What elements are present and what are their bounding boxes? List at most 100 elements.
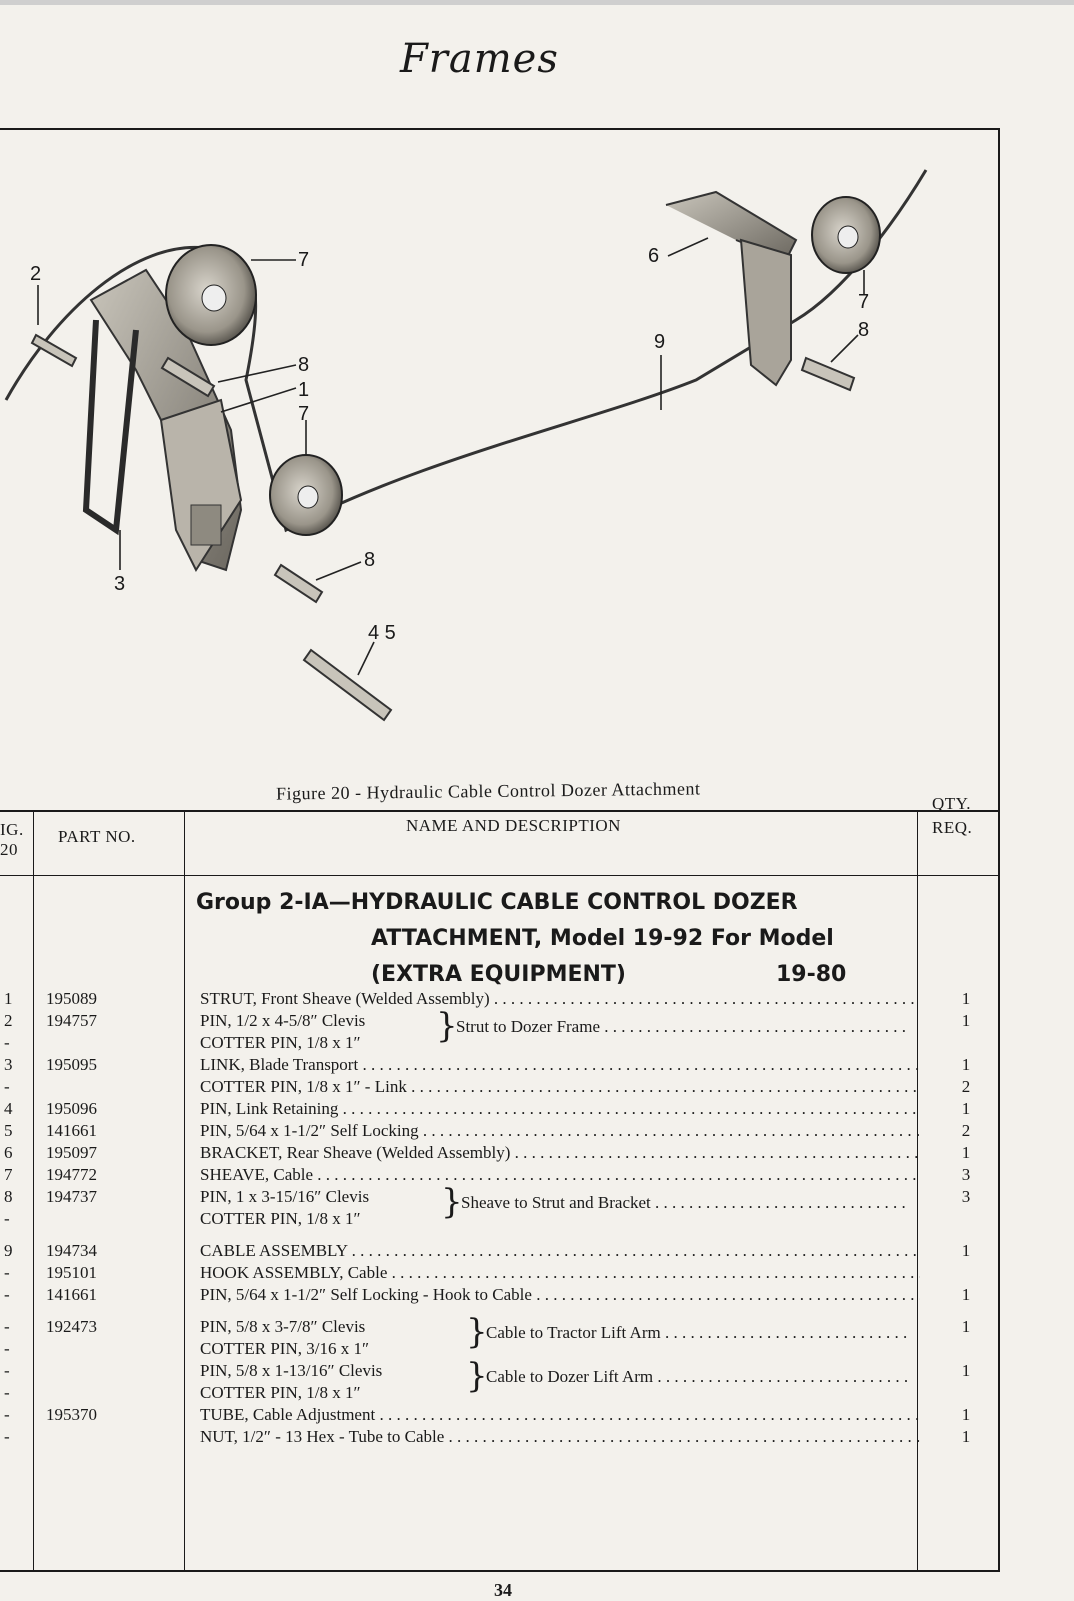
fig-number: 4 (4, 1099, 13, 1118)
fig-number: 7 (4, 1165, 13, 1184)
part-description: PIN, 5/64 x 1-1/2″ Self Locking - Hook t… (200, 1284, 920, 1306)
fig-number: - (4, 1383, 10, 1402)
qty-required: 3 (961, 1165, 971, 1184)
part-number: 195097 (46, 1143, 97, 1162)
part-description: SHEAVE, Cable (200, 1164, 920, 1186)
table-row: 6 195097 BRACKET, Rear Sheave (Welded As… (0, 1142, 998, 1164)
group-heading-model: 19-80 (776, 962, 847, 987)
part-number: 194734 (46, 1241, 97, 1260)
table-row: - 195370 TUBE, Cable Adjustment 1 (0, 1404, 998, 1426)
dozer-attachment-drawing (4, 169, 928, 722)
part-description: PIN, 5/8 x 1-13/16″ Clevis (200, 1361, 383, 1380)
part-number: 192473 (46, 1317, 97, 1336)
upper-left-sheave-shape (165, 244, 257, 346)
part-description: NUT, 1/2″ - 13 Hex - Tube to Cable (200, 1426, 920, 1448)
table-row: - 141661 PIN, 5/64 x 1-1/2″ Self Locking… (0, 1284, 998, 1306)
col-divider-qty (917, 810, 918, 1572)
qty-required: 1 (961, 1317, 971, 1336)
qty-required: 2 (961, 1077, 971, 1096)
callout-7-upper: 7 (298, 249, 310, 271)
callout-4-5: 4 5 (368, 622, 396, 644)
header-qty-line2: REQ. (932, 818, 973, 837)
group-heading-extra-equipment: (EXTRA EQUIPMENT) (371, 962, 626, 987)
qty-required: 1 (961, 989, 971, 1008)
group-heading-line3: (EXTRA EQUIPMENT) 19-80 (196, 957, 896, 993)
callout-7-rear: 7 (858, 291, 870, 313)
brace-dozer: } (466, 1356, 488, 1396)
fig-number: 5 (4, 1121, 13, 1140)
part-number: 195370 (46, 1405, 97, 1424)
table-row: - 195101 HOOK ASSEMBLY, Cable (0, 1262, 998, 1284)
brace-sheave: } (441, 1182, 463, 1222)
fig-number: - (4, 1339, 10, 1358)
qty-required: 1 (961, 1427, 971, 1446)
group-heading-line2: ATTACHMENT, Model 19-92 For Model (371, 926, 834, 951)
part-description: PIN, 1 x 3-15/16″ Clevis (200, 1187, 370, 1206)
table-row: - NUT, 1/2″ - 13 Hex - Tube to Cable 1 (0, 1426, 998, 1448)
part-number: 194737 (46, 1187, 97, 1206)
fig-number: - (4, 1361, 10, 1380)
table-row: - COTTER PIN, 1/8 x 1″ - Link 2 (0, 1076, 998, 1098)
part-description: PIN, 5/8 x 3-7/8″ Clevis (200, 1317, 366, 1336)
figure-caption: Figure 20 - Hydraulic Cable Control Doze… (275, 778, 701, 804)
callout-2: 2 (30, 263, 42, 285)
qty-required: 1 (961, 1143, 971, 1162)
callout-8-rear: 8 (858, 319, 870, 341)
header-fig-line2: 20 (0, 840, 18, 859)
table-row: - 192473 PIN, 5/8 x 3-7/8″ Clevis 1 (0, 1316, 998, 1338)
page-title: Frames (400, 36, 559, 82)
part-description: HOOK ASSEMBLY, Cable (200, 1262, 920, 1284)
part-description: COTTER PIN, 3/16 x 1″ (200, 1339, 370, 1358)
fig-number: - (4, 1209, 10, 1228)
qty-required: 1 (961, 1361, 971, 1380)
figure-illustration: 2 7 8 1 7 3 8 4 5 6 7 8 9 Figure 20 - Hy… (0, 130, 998, 810)
header-fig-line1: IG. (0, 820, 24, 839)
header-part-no: PART NO. (58, 827, 136, 846)
front-sheave-strut-shape (82, 268, 243, 573)
fig-number: 8 (4, 1187, 13, 1206)
part-description: LINK, Blade Transport (200, 1054, 920, 1076)
table-row: 3 195095 LINK, Blade Transport 1 (0, 1054, 998, 1076)
fig-number: 3 (4, 1055, 13, 1074)
table-header-rule (0, 875, 998, 876)
figure-and-parts-frame: 2 7 8 1 7 3 8 4 5 6 7 8 9 Figure 20 - Hy… (0, 128, 1000, 1572)
col-divider-fig (33, 810, 34, 1572)
callout-6: 6 (648, 245, 660, 267)
fig-number: - (4, 1077, 10, 1096)
fig-number: - (4, 1263, 10, 1282)
table-row: 4 195096 PIN, Link Retaining 1 (0, 1098, 998, 1120)
part-description: CABLE ASSEMBLY (200, 1240, 920, 1262)
note-sheave-to-strut-and-bracket: Sheave to Strut and Bracket (461, 1192, 911, 1214)
part-number: 195095 (46, 1055, 97, 1074)
qty-required: 1 (961, 1011, 971, 1030)
qty-required: 1 (961, 1241, 971, 1260)
clevis-pin-shapes (30, 333, 856, 722)
callout-8-upper: 8 (298, 354, 310, 376)
fig-number: 6 (4, 1143, 13, 1162)
part-number: 195096 (46, 1099, 97, 1118)
part-description: PIN, 1/2 x 4-5/8″ Clevis (200, 1011, 366, 1030)
part-number: 194772 (46, 1165, 97, 1184)
table-row: 1 195089 STRUT, Front Sheave (Welded Ass… (0, 988, 998, 1010)
part-description: COTTER PIN, 1/8 x 1″ (200, 1033, 361, 1052)
part-number: 194757 (46, 1011, 97, 1030)
part-description: STRUT, Front Sheave (Welded Assembly) (200, 988, 920, 1010)
table-row: 7 194772 SHEAVE, Cable 3 (0, 1164, 998, 1186)
part-description: PIN, 5/64 x 1-1/2″ Self Locking (200, 1120, 920, 1142)
note-cable-to-dozer-lift-arm: Cable to Dozer Lift Arm (486, 1366, 911, 1388)
callout-3: 3 (114, 573, 126, 595)
callout-9: 9 (654, 331, 666, 353)
header-name-description: NAME AND DESCRIPTION (406, 816, 621, 835)
fig-number: 9 (4, 1241, 13, 1260)
part-description: COTTER PIN, 1/8 x 1″ - Link (200, 1076, 920, 1098)
fig-number: - (4, 1405, 10, 1424)
note-strut-to-dozer-frame: Strut to Dozer Frame (456, 1016, 911, 1038)
page-top-edge (0, 0, 1074, 5)
table-row: - COTTER PIN, 1/8 x 1″ (0, 1032, 998, 1054)
table-row: 5 141661 PIN, 5/64 x 1-1/2″ Self Locking… (0, 1120, 998, 1142)
part-number: 141661 (46, 1285, 97, 1304)
part-description: BRACKET, Rear Sheave (Welded Assembly) (200, 1142, 920, 1164)
group-heading: Group 2-IA—HYDRAULIC CABLE CONTROL DOZER… (196, 885, 896, 993)
table-row: 9 194734 CABLE ASSEMBLY 1 (0, 1240, 998, 1262)
brace-tractor: } (466, 1312, 488, 1352)
